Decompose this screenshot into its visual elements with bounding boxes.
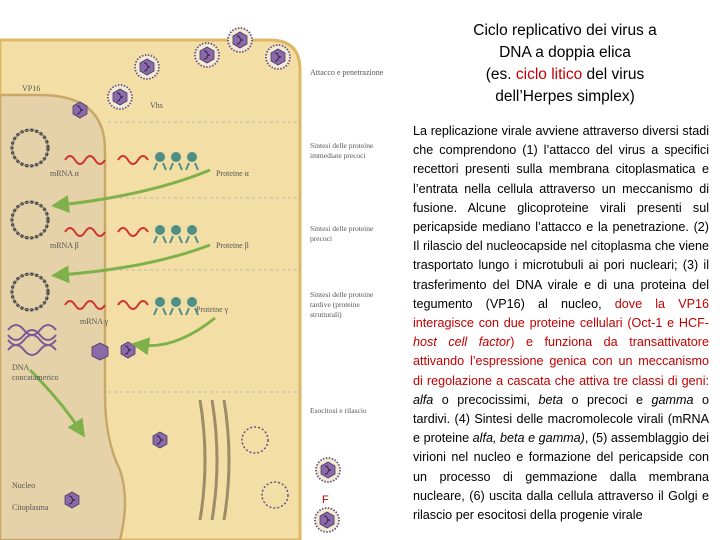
virion-outside-2	[194, 42, 220, 68]
virion-released-1	[315, 457, 341, 483]
desc-red-2: ) e funziona da transattivatore attivand…	[413, 335, 709, 388]
label-proteine-beta: Proteine β	[216, 241, 249, 250]
mrna-alpha-wave	[64, 155, 106, 165]
description-text: La replicazione virale avviene attravers…	[413, 122, 709, 525]
label-sintesi-alpha-2: immediate precoci	[310, 151, 366, 160]
label-esocitosi: Esocitosi e rilascio	[310, 406, 367, 415]
label-sintesi-gamma-2: tardive (proteine	[310, 300, 360, 309]
label-sintesi-gamma-1: Sintesi delle proteine	[310, 290, 374, 299]
label-sintesi-alpha-1: Sintesi delle proteine	[310, 141, 374, 150]
virion-outside-4	[265, 44, 291, 70]
label-mrna-gamma: mRNA γ	[80, 317, 109, 326]
label-sintesi-beta-1: Sintesi delle proteine	[310, 224, 374, 233]
desc-part-4: o precoci e	[563, 392, 652, 407]
arrow-alpha-to-nucleus	[51, 168, 211, 213]
arrow-beta-to-nucleus	[51, 243, 211, 284]
label-proteine-alpha: Proteine α	[216, 169, 250, 178]
title-line-2: DNA a doppia elica	[499, 44, 631, 61]
mrna-beta-cyto	[117, 227, 149, 237]
label-cut-char: F	[322, 494, 329, 506]
desc-part-6: , (5) assemblaggio dei virioni nel nucle…	[413, 431, 709, 523]
capsid-cytoplasm-1	[120, 341, 136, 359]
label-proteine-gamma: Proteine γ	[196, 305, 229, 314]
golgi-apparatus	[198, 399, 231, 521]
desc-beta: beta	[538, 392, 564, 407]
title-line-4: dell’Herpes simplex)	[495, 88, 635, 105]
slide-title: Ciclo replicativo dei virus a DNA a dopp…	[410, 20, 720, 108]
label-attacco: Attacco e penetrazione	[310, 68, 384, 77]
virion-outside-3	[134, 54, 160, 80]
mrna-alpha-cyto	[117, 155, 149, 165]
label-vhs: Vhs	[150, 101, 163, 110]
vesicle-2	[261, 481, 289, 509]
virion-entering	[107, 84, 133, 110]
mrna-gamma-cyto	[117, 300, 149, 310]
desc-part-5: o tardivi. (4) Sintesi delle macromoleco…	[413, 392, 709, 446]
title-line-3-post: del virus	[582, 66, 645, 83]
label-mrna-alpha: mRNA α	[50, 169, 80, 178]
capsid-cytoplasm-2	[152, 431, 168, 449]
arrow-gamma-to-nucleus	[131, 316, 216, 356]
herpes-replication-diagram: Attacco e penetrazione VP16 Vhs mRNA α P…	[0, 27, 384, 540]
label-mrna-beta: mRNA β	[50, 241, 79, 250]
desc-red-1: dove la VP16 interagisce con due protein…	[413, 296, 710, 331]
virion-outside-1	[227, 27, 253, 53]
mrna-beta-wave	[64, 227, 106, 237]
label-nucleo: Nucleo	[12, 481, 35, 490]
desc-part-3: o precocissimi,	[433, 392, 539, 407]
mrna-gamma-wave	[64, 300, 106, 310]
desc-red-italic: host cell factor	[413, 335, 511, 350]
label-sintesi-beta-2: precoci	[310, 234, 332, 243]
capsid-to-nucleus	[72, 101, 88, 119]
label-citoplasma: Citoplasma	[12, 503, 49, 512]
label-dna-concatamerico: concatamerico	[12, 373, 59, 382]
capsid-nucleus	[64, 491, 80, 509]
title-highlight: ciclo litico	[515, 66, 583, 83]
title-line-3: (es. ciclo litico del virus	[410, 64, 720, 86]
dna-concatemer	[7, 324, 57, 356]
title-line-3-pre: (es.	[485, 66, 516, 83]
vesicle-1	[241, 426, 269, 454]
arrow-to-golgi	[28, 368, 85, 438]
virion-released-2	[314, 507, 340, 533]
desc-gamma: gamma	[651, 392, 694, 407]
title-line-1: Ciclo replicativo dei virus a	[473, 22, 657, 39]
label-dna: DNA	[12, 363, 30, 372]
desc-part-1: La replicazione virale avviene attravers…	[413, 124, 709, 311]
label-sintesi-gamma-3: strutturali)	[310, 310, 342, 319]
label-vp16: VP16	[22, 84, 40, 93]
desc-alfa: alfa	[413, 392, 434, 407]
desc-alfa-beta-gamma: alfa, beta e gamma)	[472, 431, 585, 446]
capsid-empty	[91, 342, 109, 361]
